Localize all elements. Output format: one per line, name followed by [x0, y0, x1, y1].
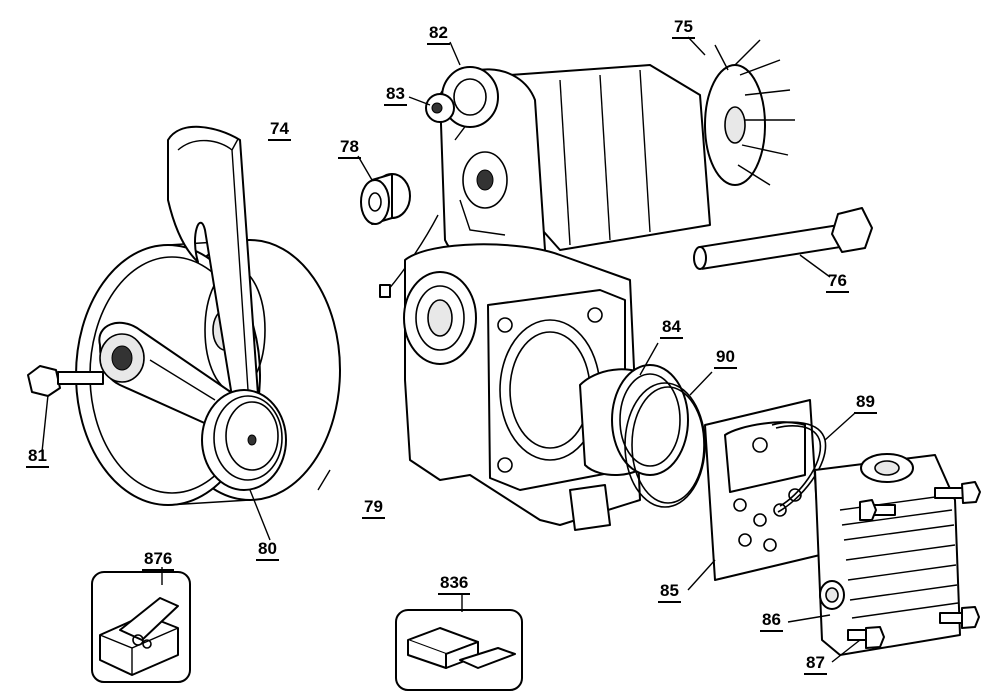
callout-74: 74	[268, 120, 291, 141]
cylinder-head-part-86	[814, 453, 961, 656]
motor-pulley-part-80	[201, 389, 287, 491]
callout-84: 84	[660, 318, 683, 339]
connecting-rod	[98, 321, 247, 433]
callout-86: 86	[760, 611, 783, 632]
callout-76: 76	[826, 272, 849, 293]
callout-82: 82	[427, 24, 450, 45]
o-ring-part-90	[624, 382, 706, 508]
cylinder-sleeve-part-84	[579, 364, 689, 476]
callout-89: 89	[854, 393, 877, 414]
callout-79: 79	[362, 498, 385, 519]
bushing-part-78	[360, 173, 411, 225]
cooling-fan-part-75	[704, 39, 795, 186]
callout-78: 78	[338, 138, 361, 159]
callout-876: 876	[142, 550, 175, 571]
callout-85: 85	[658, 582, 681, 603]
callout-836: 836	[438, 574, 471, 595]
long-bolt-part-76	[693, 207, 873, 270]
callout-87: 87	[804, 654, 827, 675]
callout-90: 90	[714, 348, 737, 369]
callout-75: 75	[672, 18, 695, 39]
head-bolts-part-87	[847, 481, 981, 649]
leader-lines	[41, 36, 861, 663]
inset-box-836	[395, 595, 523, 691]
callout-83: 83	[384, 85, 407, 106]
inset-box-876	[91, 567, 191, 683]
bolt-part-81	[27, 365, 104, 397]
callout-81: 81	[26, 447, 49, 468]
gasket-part-89	[771, 421, 827, 513]
callout-80: 80	[256, 540, 279, 561]
shaft-end-part-83	[425, 93, 455, 123]
valve-plate-part-85	[704, 399, 821, 581]
drive-belt-part-74	[167, 125, 260, 423]
